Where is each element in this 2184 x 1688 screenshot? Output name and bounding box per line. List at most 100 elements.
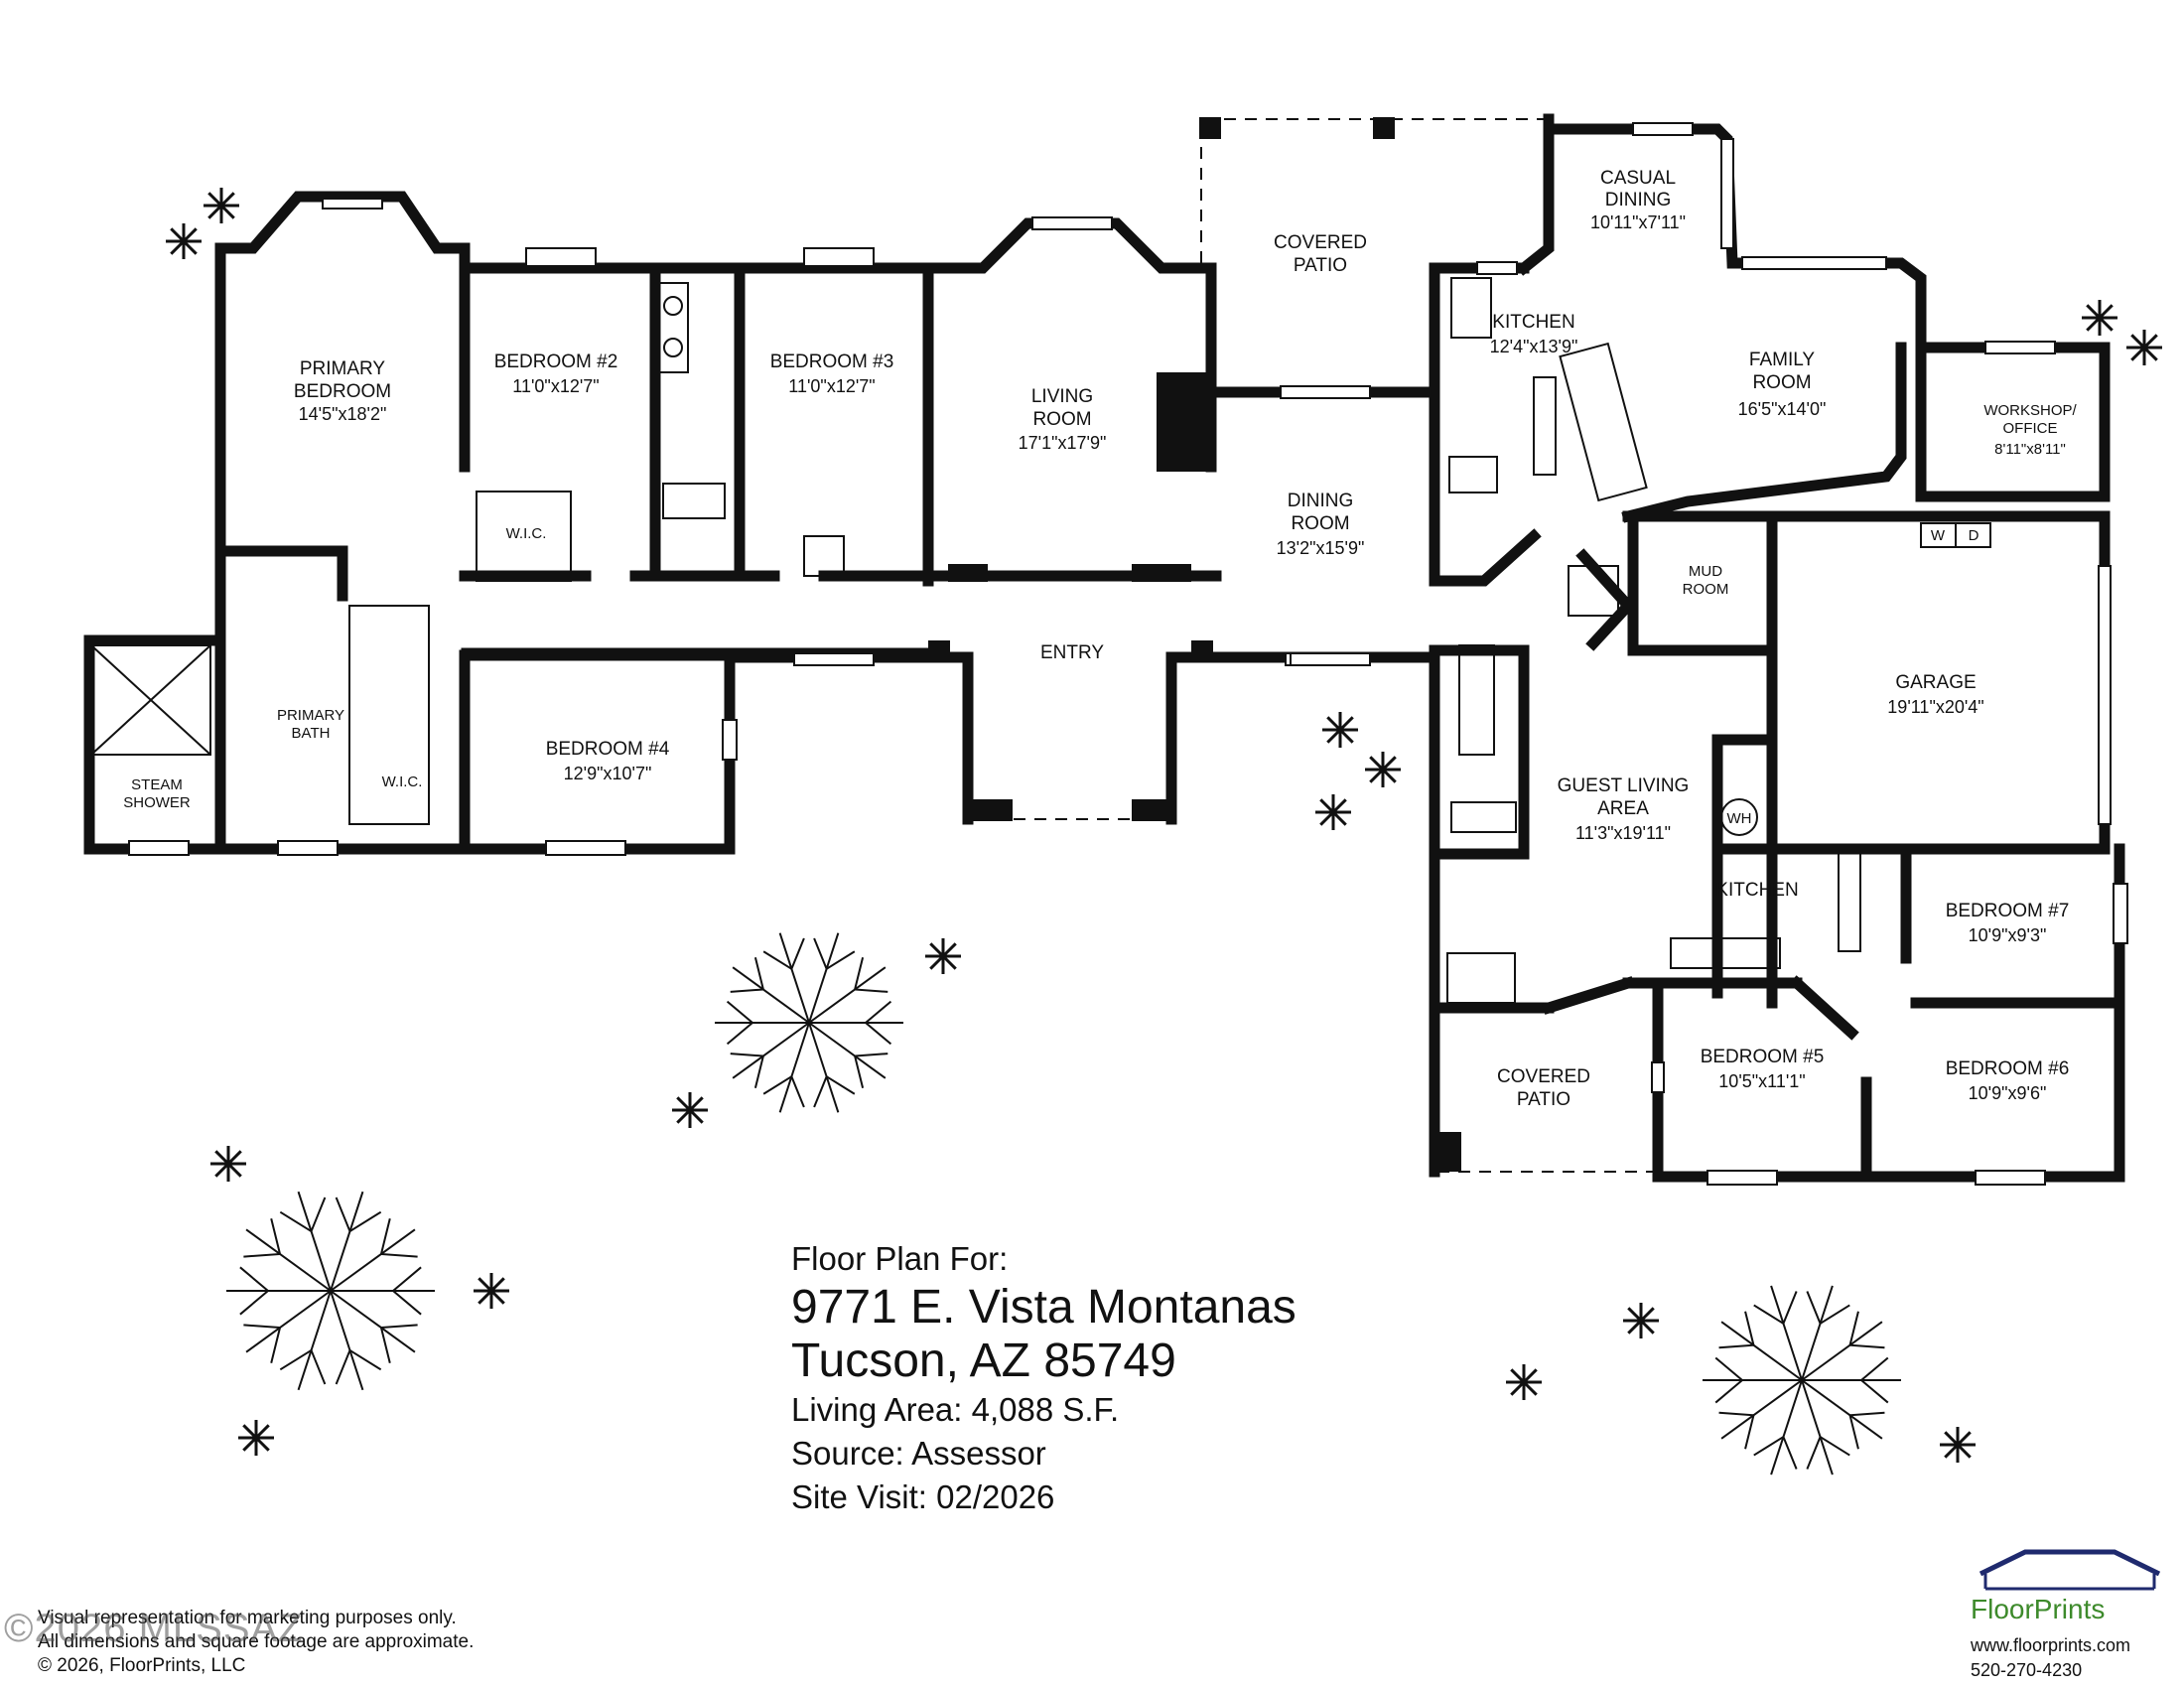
shrub-icon bbox=[1940, 1427, 1976, 1463]
bedroom3-dims: 11'0"x12'7" bbox=[788, 376, 875, 396]
shrub-icon bbox=[2082, 300, 2117, 336]
shrub-icon bbox=[672, 1092, 708, 1128]
solid-blocks bbox=[928, 117, 1461, 1172]
guest-living-name-2: AREA bbox=[1597, 798, 1649, 819]
shrub-icon bbox=[166, 223, 202, 259]
shrub-icon bbox=[1365, 752, 1401, 787]
caption-address-line2: Tucson, AZ 85749 bbox=[791, 1335, 1176, 1387]
living-room-dims: 17'1"x17'9" bbox=[1019, 433, 1107, 453]
covered-patio-top-name-1: COVERED bbox=[1274, 232, 1367, 253]
garage-name: GARAGE bbox=[1895, 672, 1976, 693]
bedroom5-dims: 10'5"x11'1" bbox=[1718, 1071, 1805, 1091]
steam-shower-name-2: SHOWER bbox=[123, 794, 191, 811]
family-room-dims: 16'5"x14'0" bbox=[1738, 399, 1827, 419]
shrub-icon bbox=[474, 1273, 509, 1309]
brand-phone: 520-270-4230 bbox=[1971, 1660, 2083, 1680]
primary-bedroom-dims: 14'5"x18'2" bbox=[299, 404, 387, 424]
right-wing-walls bbox=[1429, 113, 2125, 1183]
shrub-icon bbox=[1623, 1303, 1659, 1338]
bedroom6-dims: 10'9"x9'6" bbox=[1969, 1083, 2047, 1103]
casual-dining-dims: 10'11"x7'11" bbox=[1590, 212, 1686, 232]
family-room-name-1: FAMILY bbox=[1749, 350, 1815, 370]
primary-bath-name-1: PRIMARY bbox=[277, 707, 344, 724]
windows-left bbox=[128, 198, 1366, 856]
workshop-name-1: WORKSHOP/ bbox=[1983, 402, 2077, 419]
mls-watermark: ©2026 MLSSAZ bbox=[4, 1607, 304, 1650]
covered-patio-bottom-name-1: COVERED bbox=[1497, 1066, 1590, 1087]
brand-name: FloorPrints bbox=[1971, 1594, 2106, 1624]
guest-living-name-1: GUEST LIVING bbox=[1558, 775, 1690, 796]
shrub-icon bbox=[210, 1146, 246, 1182]
living-room-name-2: ROOM bbox=[1032, 409, 1091, 430]
shrub-icon bbox=[1322, 712, 1358, 748]
covered-patio-bottom-name-2: PATIO bbox=[1517, 1089, 1570, 1110]
bedroom2-name: BEDROOM #2 bbox=[494, 352, 618, 372]
bedroom4-name: BEDROOM #4 bbox=[546, 739, 670, 760]
kitchen-guest-name: KITCHEN bbox=[1715, 880, 1798, 901]
mud-room-name-1: MUD bbox=[1689, 563, 1722, 580]
caption-site-visit: Site Visit: 02/2026 bbox=[791, 1478, 1055, 1515]
caption-living-area: Living Area: 4,088 S.F. bbox=[791, 1391, 1120, 1428]
garage-dims: 19'11"x20'4" bbox=[1887, 697, 1983, 717]
bedroom4-dims: 12'9"x10'7" bbox=[564, 764, 652, 783]
disclaimer-line3: © 2026, FloorPrints, LLC bbox=[38, 1655, 246, 1676]
covered-patio-bottom-outline bbox=[1433, 1008, 1658, 1173]
steam-shower-name-1: STEAM bbox=[131, 776, 183, 793]
bedroom6-name: BEDROOM #6 bbox=[1946, 1058, 2070, 1079]
floorprints-brand: FloorPrints www.floorprints.com 520-270-… bbox=[1971, 1534, 2169, 1683]
bedroom3-name: BEDROOM #3 bbox=[770, 352, 894, 372]
workshop-dims: 8'11"x8'11" bbox=[1994, 441, 2066, 458]
kitchen-main-name: KITCHEN bbox=[1492, 312, 1574, 333]
bedroom7-name: BEDROOM #7 bbox=[1946, 901, 2070, 921]
primary-bedroom-name-2: BEDROOM bbox=[294, 381, 391, 402]
kitchen-main-dims: 12'4"x13'9" bbox=[1490, 337, 1578, 356]
primary-bath-name-2: BATH bbox=[292, 725, 331, 742]
disclaimer-line1: Visual representation for marketing purp… bbox=[38, 1608, 457, 1628]
dining-room-name-1: DINING bbox=[1288, 491, 1354, 511]
wic1-name: W.I.C. bbox=[506, 525, 547, 542]
shrub-icon bbox=[925, 938, 961, 974]
mud-room-name-2: ROOM bbox=[1683, 581, 1729, 598]
covered-patio-top-name-2: PATIO bbox=[1294, 255, 1347, 276]
shrub-icon bbox=[1506, 1364, 1542, 1400]
shrub-icon bbox=[204, 188, 239, 223]
plan-caption: Floor Plan For: 9771 E. Vista Montanas T… bbox=[791, 1237, 1297, 1519]
dryer-label: D bbox=[1969, 527, 1979, 544]
guest-living-dims: 11'3"x19'11" bbox=[1575, 823, 1671, 843]
caption-heading: Floor Plan For: bbox=[791, 1240, 1009, 1277]
room-labels: PRIMARY BEDROOM 14'5"x18'2" BEDROOM #2 1… bbox=[123, 168, 2077, 1110]
caption-address-line1: 9771 E. Vista Montanas bbox=[791, 1281, 1297, 1334]
fixtures bbox=[90, 277, 1991, 1004]
bedroom5-name: BEDROOM #5 bbox=[1701, 1047, 1825, 1067]
disclaimer-line2: All dimensions and square footage are ap… bbox=[38, 1631, 475, 1652]
windows-right bbox=[1280, 122, 2128, 1186]
workshop-name-2: OFFICE bbox=[2003, 420, 2058, 437]
living-room-name-1: LIVING bbox=[1031, 386, 1093, 407]
wic2-name: W.I.C. bbox=[382, 774, 423, 790]
tree-large-icon bbox=[715, 932, 903, 1113]
entry-name: ENTRY bbox=[1040, 642, 1104, 663]
floorprints-roof-logo bbox=[1979, 1549, 2161, 1591]
tree-large-icon bbox=[1703, 1285, 1901, 1476]
casual-dining-name-2: DINING bbox=[1605, 190, 1672, 211]
left-wing-walls bbox=[83, 191, 1440, 855]
washer-label: W bbox=[1931, 527, 1946, 544]
primary-bedroom-name-1: PRIMARY bbox=[300, 358, 386, 379]
landscape-trees bbox=[166, 188, 2162, 1476]
covered-patio-top-outline bbox=[1200, 118, 1549, 263]
shrub-icon bbox=[2126, 330, 2162, 365]
casual-dining-name-1: CASUAL bbox=[1600, 168, 1676, 189]
caption-source: Source: Assessor bbox=[791, 1435, 1046, 1472]
bedroom7-dims: 10'9"x9'3" bbox=[1969, 925, 2047, 945]
family-room-name-2: ROOM bbox=[1752, 372, 1811, 393]
dining-room-name-2: ROOM bbox=[1291, 513, 1349, 534]
bedroom2-dims: 11'0"x12'7" bbox=[512, 376, 599, 396]
water-heater-label: WH bbox=[1727, 810, 1752, 827]
disclaimer: Visual representation for marketing purp… bbox=[38, 1607, 474, 1678]
shrub-icon bbox=[1315, 794, 1351, 830]
shrub-icon bbox=[238, 1420, 274, 1456]
dining-room-dims: 13'2"x15'9" bbox=[1277, 538, 1365, 558]
tree-large-icon bbox=[226, 1191, 435, 1391]
brand-url: www.floorprints.com bbox=[1971, 1635, 2131, 1655]
